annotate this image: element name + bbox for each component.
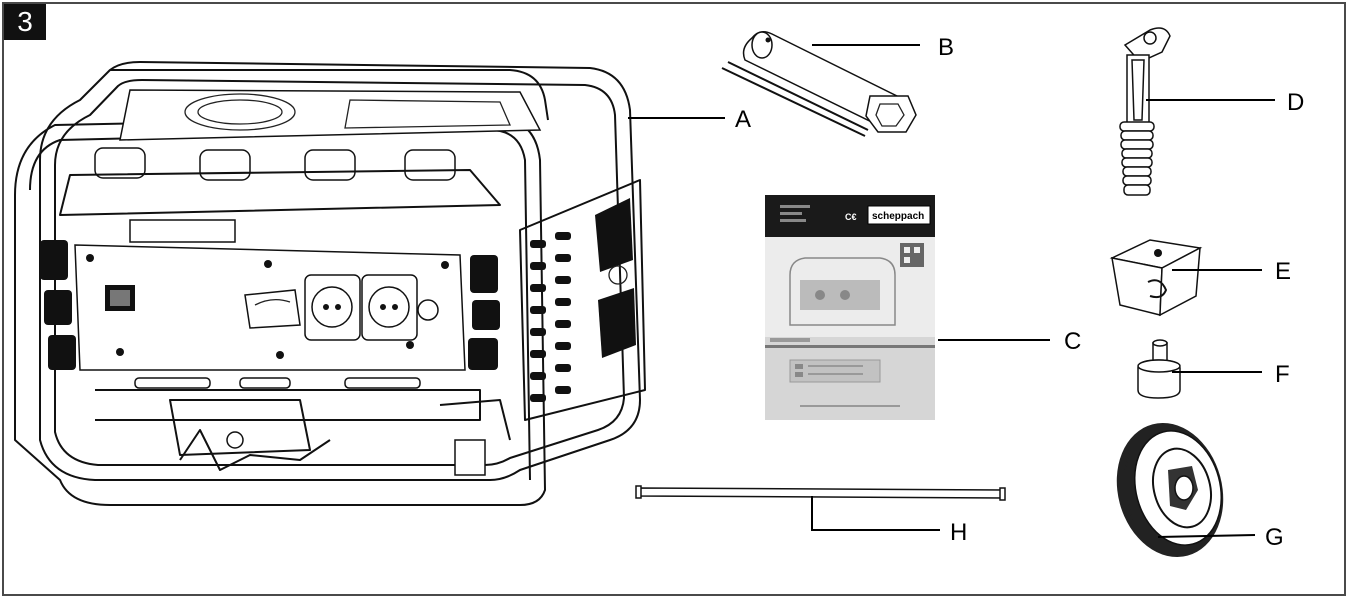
wheel-icon (1116, 422, 1224, 558)
wheel-bracket-icon (1109, 239, 1203, 317)
label-g: G (1265, 524, 1284, 551)
label-e: E (1275, 258, 1291, 285)
spark-plug-wrench-icon (721, 31, 917, 137)
rubber-foot-icon (1137, 339, 1181, 399)
callout-line-h (811, 496, 940, 531)
axle-rod-icon (635, 485, 1006, 501)
svg-text:C€: C€ (845, 212, 857, 222)
label-c: C (1064, 328, 1081, 355)
label-f: F (1275, 361, 1290, 388)
figure-number: 3 (4, 4, 46, 40)
handle-icon (1119, 27, 1171, 196)
manual-brand: scheppach (872, 211, 924, 222)
label-h: H (950, 519, 967, 546)
callout-line-g (1157, 534, 1256, 538)
generator-icon (14, 61, 646, 506)
label-d: D (1287, 89, 1304, 116)
operating-manual-icon: C€ scheppach (765, 195, 935, 420)
label-a: A (735, 106, 751, 133)
label-b: B (938, 34, 954, 61)
